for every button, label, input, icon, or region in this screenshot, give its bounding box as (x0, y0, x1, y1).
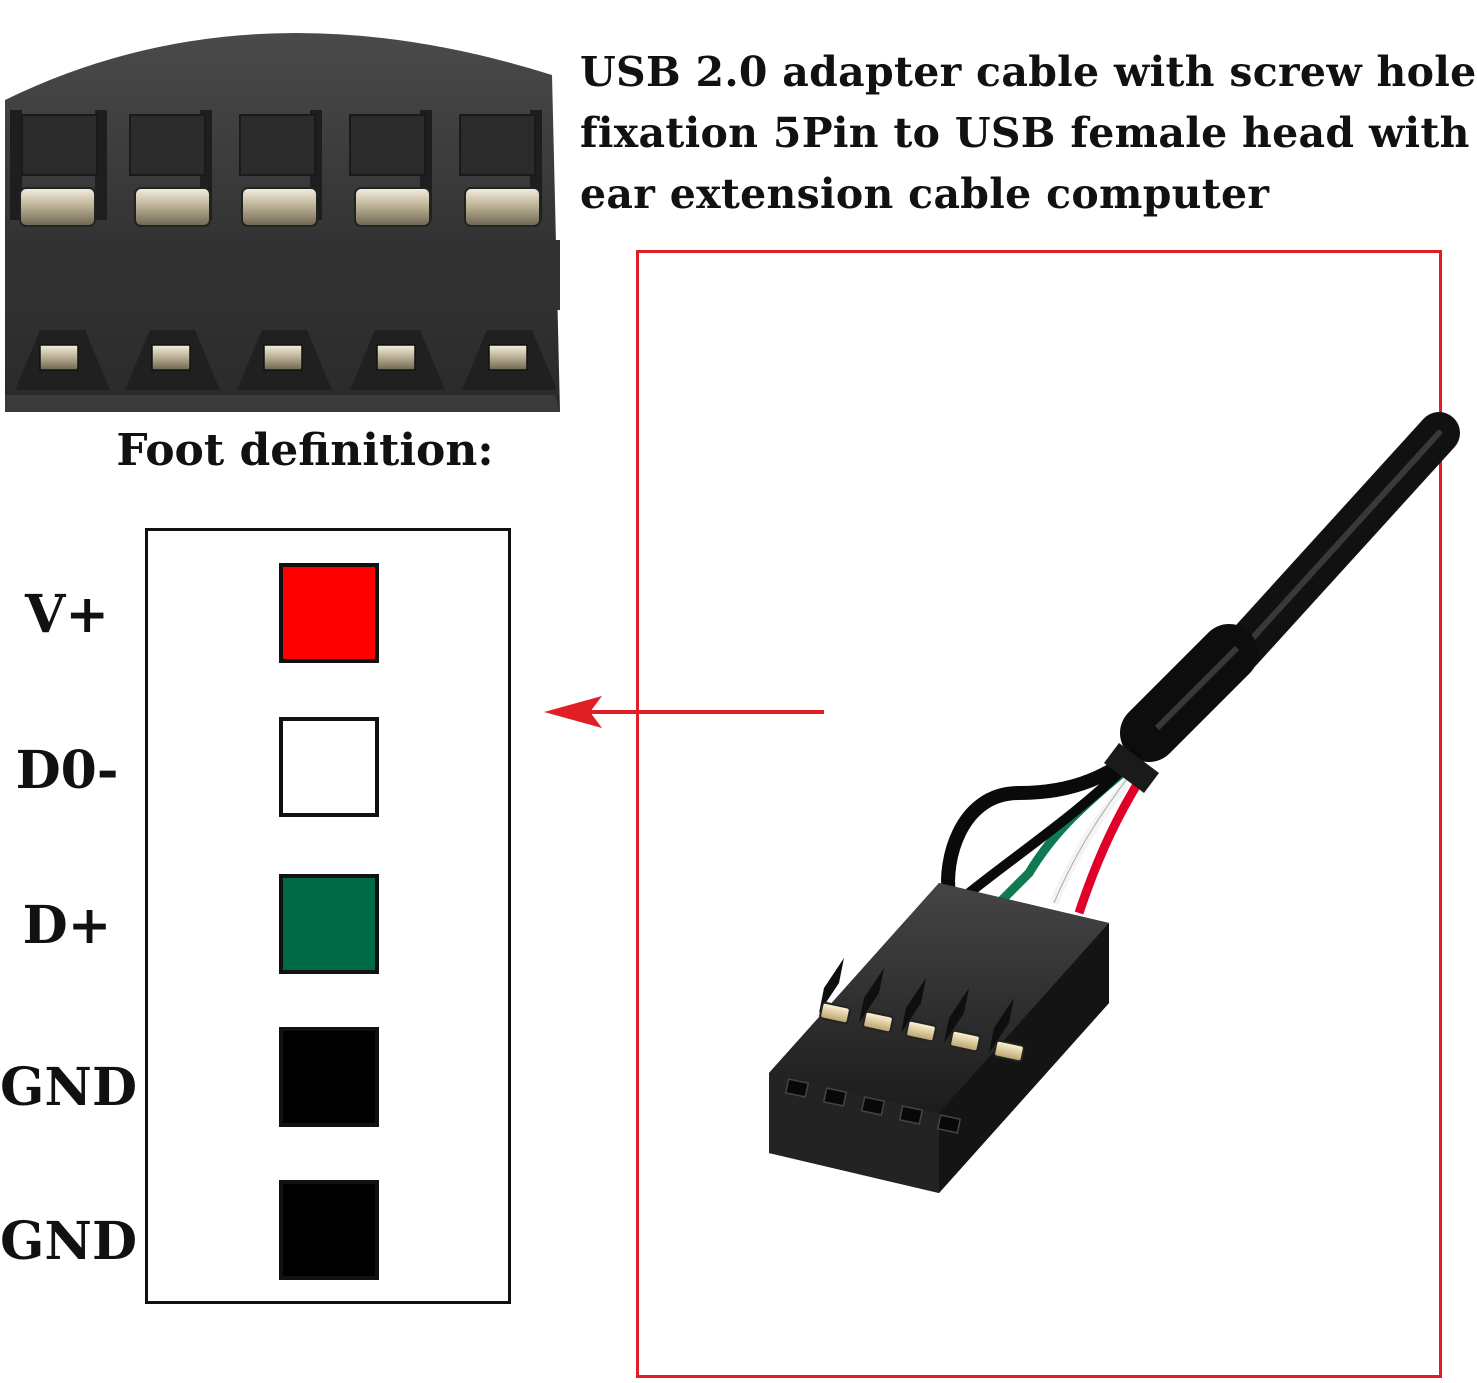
arrow-left-icon (544, 696, 824, 728)
title-line-1: USB 2.0 adapter cable with screw hole (580, 48, 1477, 96)
title-line-3: ear extension cable computer (580, 170, 1270, 218)
pinout-box (145, 528, 511, 1304)
pin-color-v-plus (279, 563, 379, 663)
pin-color-d-plus (279, 874, 379, 974)
pin-color-gnd-2 (279, 1180, 379, 1280)
product-image-frame (636, 250, 1442, 1378)
pin-label-gnd-1: GND (0, 1057, 138, 1118)
product-title: USB 2.0 adapter cable with screw hole fi… (580, 42, 1477, 225)
foot-definition-heading: Foot definition: (116, 425, 494, 476)
pin-color-gnd-1 (279, 1027, 379, 1127)
pin-color-d0-minus (279, 717, 379, 817)
pin-label-gnd-2: GND (0, 1211, 138, 1272)
pin-label-d-plus: D+ (22, 895, 112, 956)
pin-label-v-plus: V+ (25, 584, 109, 645)
connector-closeup-image (5, 33, 560, 412)
pin-label-d0-minus: D0- (15, 740, 119, 801)
cable-connector-photo (769, 412, 1460, 1193)
title-line-2: fixation 5Pin to USB female head with (580, 109, 1470, 157)
